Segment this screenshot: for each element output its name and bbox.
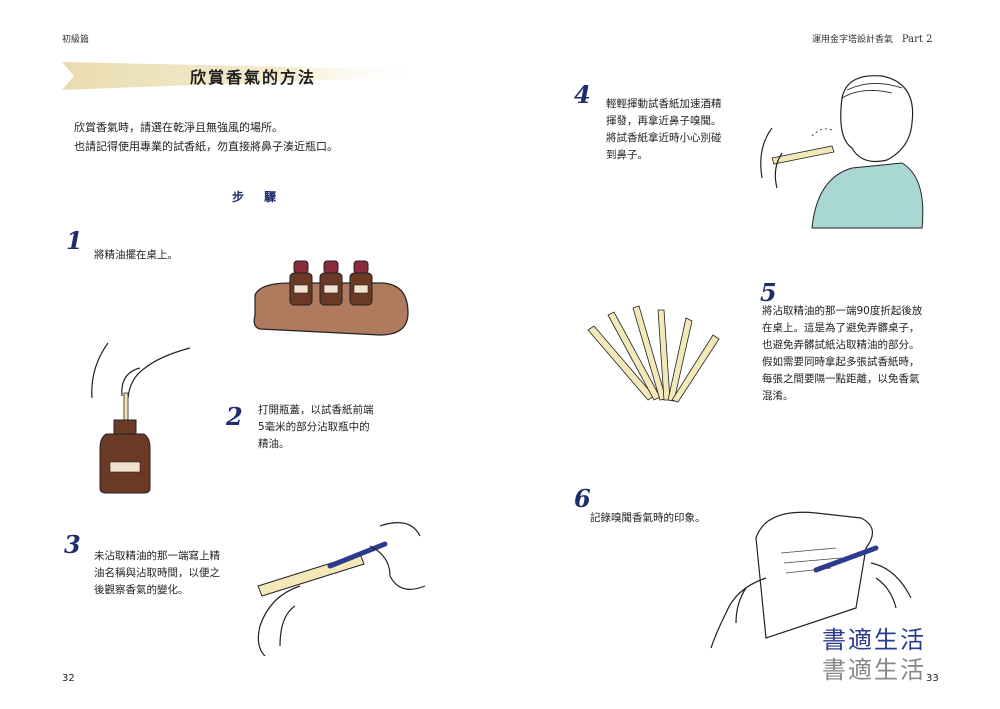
- step-line: 精油。: [258, 436, 374, 453]
- page-number-left: 32: [62, 673, 75, 684]
- watermark-line: 書適生活: [822, 650, 926, 685]
- write-strip-illustration: [240, 516, 435, 656]
- header-chapter: 運用金字塔設計香氣 Part 2: [812, 32, 932, 45]
- header-chapter-title: 運用金字塔設計香氣: [812, 35, 893, 45]
- step-line: 5毫米的部分沾取瓶中的: [258, 419, 374, 436]
- page-number-right: 33: [926, 673, 939, 684]
- header-part: Part 2: [902, 34, 933, 45]
- step-line: 將沾取精油的那一端90度折起後放: [762, 303, 922, 320]
- step-line: 後觀察香氣的變化。: [94, 582, 220, 599]
- bottle-icon: [350, 261, 372, 305]
- step-text: 將精油擺在桌上。: [94, 247, 178, 264]
- step-number: 6: [574, 484, 591, 513]
- step-number: 4: [574, 80, 591, 109]
- step-line: 每張之間要隔一點距離，以免香氣: [762, 371, 922, 388]
- step-text: 打開瓶蓋，以試香紙前端 5毫米的部分沾取瓶中的 精油。: [258, 402, 374, 453]
- step-number: 1: [66, 226, 83, 255]
- intro-line: 也請記得使用專業的試香紙，勿直接將鼻子湊近瓶口。: [74, 137, 338, 156]
- step-line: 油名稱與沾取時間，以便之: [94, 565, 220, 582]
- step-line: 未沾取精油的那一端寫上精: [94, 548, 220, 565]
- page-title: 欣賞香氣的方法: [190, 64, 316, 88]
- header-section: 初級篇: [62, 32, 89, 45]
- step-line: 也避免弄髒試紙沾取精油的部分。: [762, 337, 922, 354]
- step-text: 未沾取精油的那一端寫上精 油名稱與沾取時間，以便之 後觀察香氣的變化。: [94, 548, 220, 599]
- step-line: 在桌上。這是為了避免弄髒桌子，: [762, 320, 922, 337]
- woman-smelling-illustration: [752, 68, 937, 233]
- intro-text: 欣賞香氣時，請選在乾淨且無強風的場所。 也請記得使用專業的試香紙，勿直接將鼻子湊…: [74, 118, 338, 156]
- step-line: 假如需要同時拿起多張試香紙時，: [762, 354, 922, 371]
- step-line: 到鼻子。: [606, 147, 722, 164]
- step-line: 輕輕揮動試香紙加速酒精: [606, 96, 722, 113]
- step-text: 將沾取精油的那一端90度折起後放 在桌上。這是為了避免弄髒桌子， 也避免弄髒試紙…: [762, 303, 922, 405]
- step-line: 混淆。: [762, 388, 922, 405]
- step-line: 將精油擺在桌上。: [94, 247, 178, 264]
- step-line: 揮發，再拿近鼻子嗅聞。: [606, 113, 722, 130]
- folded-strips-illustration: [578, 300, 738, 410]
- dip-strip-illustration: [80, 338, 200, 498]
- step-line: 將試香紙拿近時小心別碰: [606, 130, 722, 147]
- step-line: 打開瓶蓋，以試香紙前端: [258, 402, 374, 419]
- step-number: 2: [226, 402, 243, 431]
- bottle-icon: [320, 261, 342, 305]
- bottle-icon: [290, 261, 312, 305]
- step-number: 3: [64, 530, 81, 559]
- step-text: 記錄嗅聞香氣時的印象。: [590, 510, 706, 527]
- step-line: 記錄嗅聞香氣時的印象。: [590, 510, 706, 527]
- steps-heading: 步 驟: [232, 188, 284, 205]
- intro-line: 欣賞香氣時，請選在乾淨且無強風的場所。: [74, 118, 338, 137]
- bottles-on-tray-illustration: [250, 255, 415, 340]
- step-text: 輕輕揮動試香紙加速酒精 揮發，再拿近鼻子嗅聞。 將試香紙拿近時小心別碰 到鼻子。: [606, 96, 722, 164]
